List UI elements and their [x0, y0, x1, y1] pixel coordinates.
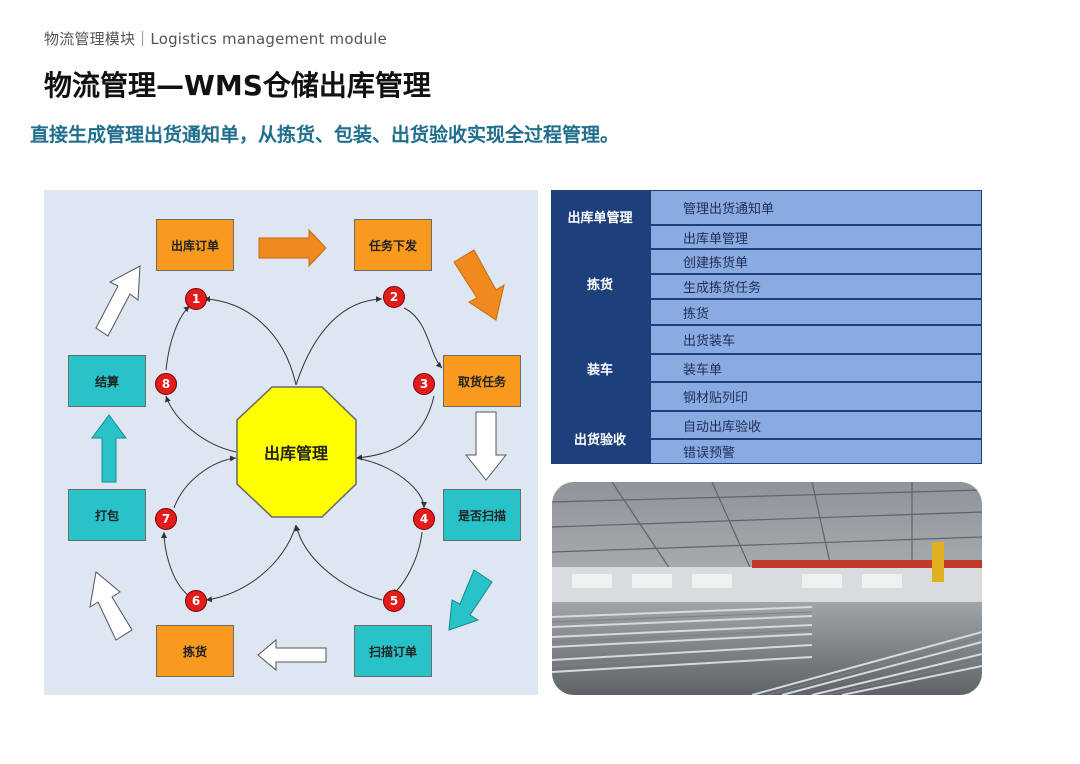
item-steel-label-print: 钢材贴列印: [651, 383, 981, 410]
step-badge-6: 6: [185, 590, 207, 612]
step-badge-2: 2: [383, 286, 405, 308]
arrow-4-5: [448, 569, 493, 631]
curve-4-5: [391, 531, 423, 596]
curve-8-1: [165, 305, 191, 371]
curve-7-center: [173, 455, 237, 509]
curve-3-center: [355, 395, 435, 461]
arrow-3-4: [464, 411, 508, 481]
curve-center-2: [295, 296, 383, 386]
outbound-flow-diagram: 出库管理 出库订单 任务下发 取货任务 是否扫描 扫描订单 拣货 打包 结算 1…: [44, 190, 538, 695]
arrow-2-3: [453, 249, 505, 321]
curve-6-7: [161, 531, 190, 597]
arrow-5-6: [257, 638, 327, 672]
curve-center-4: [355, 457, 427, 509]
node-picking: 拣货: [156, 625, 234, 677]
page-subtitle: 直接生成管理出货通知单，从拣货、包装、出货验收实现全过程管理。: [30, 124, 620, 146]
node-task-dispatch: 任务下发: [354, 219, 432, 271]
center-label: 出库管理: [263, 444, 328, 463]
warehouse-photo: [552, 482, 982, 695]
item-outbound-order-mgmt: 出库单管理: [651, 226, 981, 248]
flow-connectors: [89, 228, 508, 672]
item-create-pick-list: 创建拣货单: [651, 250, 981, 273]
curve-center-6: [205, 524, 297, 603]
group-picking: 拣货: [586, 277, 613, 293]
item-shipment-loading: 出货装车: [651, 326, 981, 353]
center-octagon: [236, 386, 357, 518]
step-badge-1: 1: [185, 288, 207, 310]
arrow-6-7: [89, 571, 133, 641]
step-badge-7: 7: [155, 508, 177, 530]
node-scan-check: 是否扫描: [443, 489, 521, 541]
curve-center-8: [165, 395, 237, 453]
group-shipment-check: 出货验收: [573, 432, 626, 448]
item-picking: 拣货: [651, 300, 981, 324]
item-auto-outbound-check: 自动出库验收: [651, 412, 981, 438]
node-scan-order: 扫描订单: [354, 625, 432, 677]
breadcrumb: 物流管理模块｜Logistics management module: [44, 30, 387, 48]
node-pick-task: 取货任务: [443, 355, 521, 407]
step-badge-8: 8: [155, 373, 177, 395]
arrow-1-2: [258, 228, 327, 268]
step-badge-4: 4: [413, 508, 435, 530]
arrow-8-1: [95, 265, 141, 337]
curve-center-1: [203, 296, 297, 386]
node-outbound-order: 出库订单: [156, 219, 234, 271]
node-settlement: 结算: [68, 355, 146, 407]
feature-panel: 出库单管理 拣货 装车 出货验收 管理出货通知单 出库单管理 创建拣货单 生成拣…: [551, 190, 982, 464]
warehouse-illustration: [552, 482, 982, 695]
curve-2-3: [403, 307, 443, 369]
page-title: 物流管理—WMS仓储出库管理: [44, 69, 431, 102]
group-outbound-order-mgmt: 出库单管理: [567, 210, 633, 226]
arrow-7-8: [91, 414, 127, 483]
item-manage-shipping-notice: 管理出货通知单: [651, 191, 981, 224]
item-loading-list: 装车单: [651, 355, 981, 381]
node-packing: 打包: [68, 489, 146, 541]
step-badge-3: 3: [413, 373, 435, 395]
curve-5-center: [294, 524, 383, 601]
item-generate-pick-task: 生成拣货任务: [651, 275, 981, 298]
group-loading: 装车: [586, 362, 613, 378]
item-error-warning: 错误预警: [651, 440, 981, 463]
step-badge-5: 5: [383, 590, 405, 612]
